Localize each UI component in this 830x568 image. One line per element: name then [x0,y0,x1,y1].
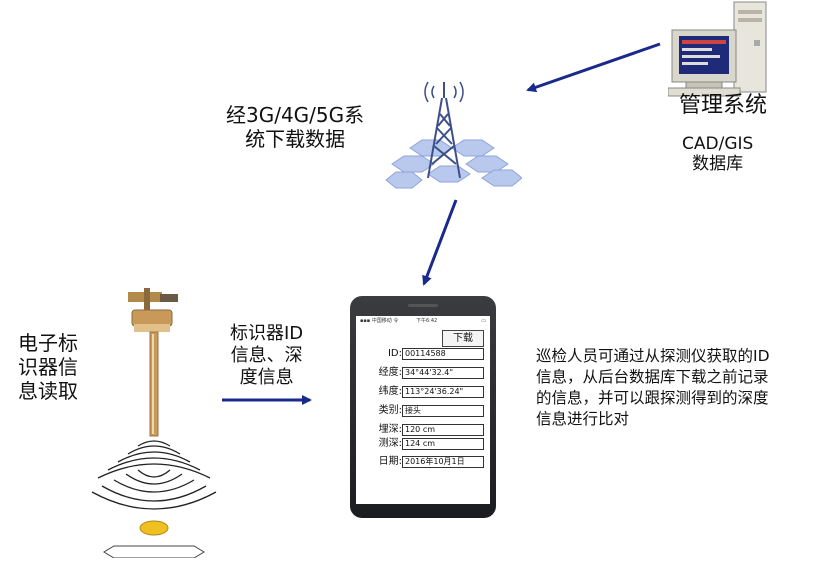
field-row-longitude: 经度: 34°44'32.4" [360,367,488,379]
field-label: 测深: [378,438,402,449]
smartphone: ▪▪▪ 中国移动 令 下午6:42 ▭ 下载 ID: 00114588 经度: … [350,296,496,518]
reader-title: 电子标 识器信 息读取 [18,331,78,403]
field-label: 类别: [378,405,402,416]
field-label: 日期: [378,456,402,467]
download-label: 经3G/4G/5G系 统下载数据 [226,103,364,151]
field-value[interactable]: 113°24'36.24" [402,386,484,398]
field-value[interactable]: 2016年10月1日 [402,456,484,468]
arrow-tower-to-phone [422,199,458,286]
database-line-2: 数据库 [692,154,744,174]
download-button[interactable]: 下载 [442,330,484,347]
field-value[interactable]: 120 cm [402,424,484,436]
field-row-id: ID: 00114588 [360,348,488,360]
database-label: CAD/GIS 数据库 [682,134,753,174]
marker-detector-icon [91,288,217,558]
transfer-line-3: 度信息 [239,367,294,388]
reader-title-line-2: 识器信 [18,355,78,379]
field-label: 埋深: [378,424,402,435]
field-row-measured-depth: 测深: 124 cm [360,438,488,450]
field-value[interactable]: 接头 [402,405,484,417]
field-value[interactable]: 34°44'32.4" [402,367,484,379]
status-bar: ▪▪▪ 中国移动 令 下午6:42 ▭ [356,317,490,326]
field-label: ID: [387,348,402,359]
field-row-type: 类别: 接头 [360,405,488,417]
field-label: 纬度: [378,386,402,397]
database-line-1: CAD/GIS [682,134,754,154]
download-line-2: 统下载数据 [245,127,346,151]
phone-screen: ▪▪▪ 中国移动 令 下午6:42 ▭ 下载 ID: 00114588 经度: … [356,316,490,504]
field-row-buried-depth: 埋深: 120 cm [360,424,488,436]
field-row-date: 日期: 2016年10月1日 [360,456,488,468]
field-row-latitude: 纬度: 113°24'36.24" [360,386,488,398]
signal-tower-icon [385,81,522,189]
field-label: 经度: [378,367,402,378]
description-text: 巡检人员可通过从探测仪获取的ID信息，从后台数据库下载之前记录的信息，并可以跟探… [536,347,770,428]
management-system-label: 管理系统 [679,93,768,118]
field-value[interactable]: 124 cm [402,438,484,450]
field-value[interactable]: 00114588 [402,348,484,360]
reader-title-line-3: 息读取 [18,379,78,403]
transfer-line-2: 信息、深 [230,345,303,366]
arrow-system-to-tower [526,42,661,93]
download-line-1: 经3G/4G/5G系 [226,103,365,127]
battery-icon: ▭ [481,318,486,324]
transfer-label: 标识器ID 信息、深 度信息 [230,323,303,389]
status-carrier: ▪▪▪ 中国移动 令 [360,318,399,324]
transfer-line-1: 标识器ID [230,323,304,344]
status-time: 下午6:42 [416,318,438,324]
reader-title-line-1: 电子标 [18,331,78,355]
computer-icon [668,1,767,97]
phone-speaker [408,304,438,307]
